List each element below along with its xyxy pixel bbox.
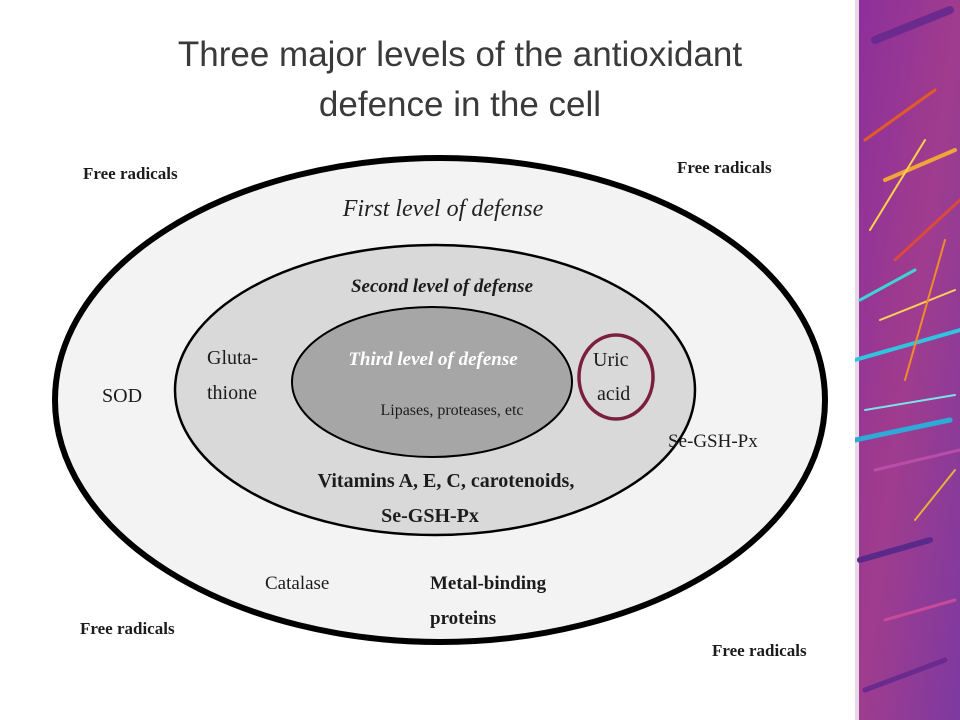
first-level-heading: First level of defense [342,196,544,222]
free-radicals-label-bottom-left: Free radicals [80,619,175,638]
free-radicals-label-top-left: Free radicals [83,164,178,183]
uric-acid-label-line2: acid [597,383,630,405]
metal-binding-label-line2: proteins [430,608,496,629]
lipases-label: Lipases, proteases, etc [380,402,523,419]
glutathione-label-line2: thione [207,382,257,404]
metal-binding-label-line1: Metal-binding [430,573,547,594]
crystal-micrograph-image [855,0,960,720]
uric-acid-highlight-circle [577,333,655,421]
slide-title: Three major levels of the antioxidant de… [177,35,743,124]
se-gsh-px-label-outer: Se-GSH-Px [668,431,758,452]
free-radicals-label-top-right: Free radicals [677,158,772,177]
third-level-heading: Third level of defense [348,349,518,370]
sod-label: SOD [102,385,142,407]
catalase-label: Catalase [265,573,329,594]
glutathione-label-line1: Gluta- [207,347,258,369]
third-level-ellipse [291,306,573,458]
vitamins-label-line1: Vitamins A, E, C, carotenoids, [318,470,575,492]
free-radicals-label-bottom-right: Free radicals [712,641,807,660]
second-level-heading: Second level of defense [351,276,534,297]
uric-acid-label-line1: Uric [593,349,629,371]
vitamins-label-line2: Se-GSH-Px [381,505,479,527]
